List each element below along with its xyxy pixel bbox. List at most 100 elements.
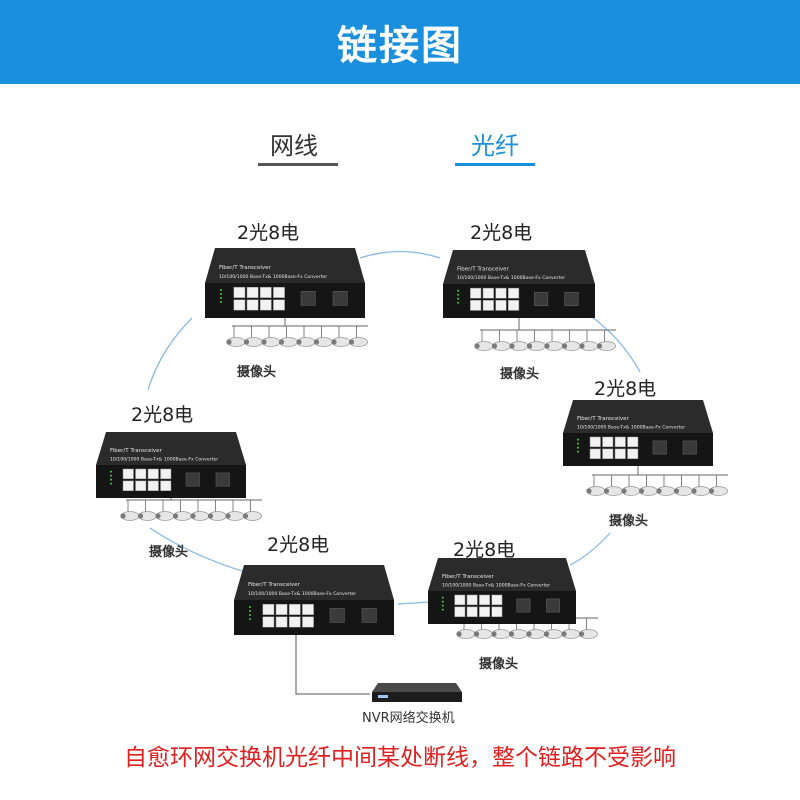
camera-lens (474, 343, 480, 349)
status-led (441, 604, 444, 607)
ethernet-port (589, 436, 601, 448)
status-led (110, 478, 112, 481)
camera-lens (561, 631, 567, 637)
ethernet-port (479, 606, 490, 618)
unit-label-top-right: 2光8电 (470, 222, 533, 244)
camera-lens (603, 488, 610, 494)
camera-icon (225, 511, 245, 521)
device-spec-text: 10/100/1000 Base-Tx& 1000Base-Fx Convert… (110, 456, 218, 462)
camera-icon (509, 341, 529, 351)
camera-lens (578, 631, 585, 637)
camera-icon (543, 629, 563, 639)
ethernet-port (466, 594, 478, 606)
status-led (249, 618, 251, 620)
camera-icon (621, 486, 641, 496)
ethernet-port (508, 287, 520, 299)
camera-icon (526, 341, 546, 351)
camera-lens (579, 343, 585, 349)
ethernet-port (135, 468, 147, 480)
footer-note: 自愈环网交换机光纤中间某处断线，整个链路不受影响 (124, 745, 676, 771)
status-led (441, 600, 444, 603)
camera-lens (348, 339, 355, 345)
status-led (220, 293, 222, 295)
ethernet-port (589, 448, 601, 460)
ethernet-port (233, 286, 246, 298)
camera-icon (473, 629, 493, 639)
unit-label-top-left: 2光8电 (237, 222, 300, 244)
status-led (577, 442, 579, 445)
camera-icon (278, 337, 298, 347)
camera-lens (656, 488, 662, 494)
status-led (110, 482, 112, 485)
fiber-port (215, 472, 230, 487)
fiber-cable-3 (581, 309, 641, 373)
ethernet-port (602, 448, 614, 460)
camera-lens (509, 343, 515, 349)
status-led (457, 301, 460, 304)
status-led (220, 301, 222, 303)
camera-lens (526, 631, 532, 637)
camera-icon (691, 486, 711, 496)
fiber-port (564, 291, 579, 307)
ethernet-port (454, 594, 466, 606)
nvr-indicator (378, 695, 388, 698)
status-led (220, 289, 222, 291)
camera-icon (226, 337, 246, 347)
camera-lens (226, 339, 232, 345)
ethernet-port (627, 448, 639, 460)
device-brand-text: Fiber/T Transceiver (442, 574, 494, 580)
camera-lens (526, 343, 533, 349)
ethernet-port (246, 299, 259, 311)
fiber-port (546, 598, 560, 613)
camera-lens (561, 343, 568, 349)
legend-fiber-label: 光纤 (471, 132, 519, 160)
nvr-label: NVR网络交换机 (362, 711, 455, 726)
camera-icon (578, 629, 598, 639)
camera-lens (596, 343, 603, 349)
camera-lens (225, 513, 231, 519)
ethernet-port (627, 436, 639, 448)
camera-icon (638, 486, 658, 496)
ethernet-port (482, 287, 494, 299)
unit-label-bottom-center: 2光8电 (267, 534, 330, 556)
ethernet-port (246, 286, 259, 298)
device-spec-text: 10/100/1000 Base-Tx& 1000Base-Fx Convert… (577, 424, 685, 430)
camera-icon (155, 511, 175, 521)
device-top-face (234, 565, 394, 600)
camera-icon (491, 341, 511, 351)
device-spec-text: 10/100/1000 Base-Tx& 1000Base-Fx Convert… (219, 274, 327, 280)
ethernet-port (454, 606, 466, 618)
camera-icon (596, 341, 616, 351)
device-spec-text: 10/100/1000 Base-Tx& 1000Base-Fx Convert… (457, 275, 565, 281)
camera-icon (708, 486, 728, 496)
camera-icon (603, 486, 623, 496)
ethernet-port (495, 300, 507, 311)
camera-lens (313, 339, 320, 345)
camera-lens (296, 339, 302, 345)
camera-icon (120, 511, 140, 521)
camera-icon (491, 629, 511, 639)
status-led (441, 608, 444, 611)
ethernet-port (273, 286, 285, 298)
camera-icon (296, 337, 316, 347)
camera-label-right: 摄像头 (609, 514, 649, 529)
page-title: 链接图 (337, 23, 463, 69)
fiber-cable-5 (569, 532, 611, 566)
ethernet-port (614, 436, 626, 448)
ethernet-port (479, 594, 490, 606)
ethernet-port (275, 616, 288, 628)
fiber-cable-6 (397, 601, 431, 605)
camera-icon (331, 337, 351, 347)
camera-icon (526, 629, 546, 639)
camera-icon (456, 629, 476, 639)
camera-label-bottom-right: 摄像头 (479, 657, 519, 672)
fiber-port (516, 598, 531, 613)
device-top-face (428, 558, 576, 591)
camera-lens (278, 339, 285, 345)
